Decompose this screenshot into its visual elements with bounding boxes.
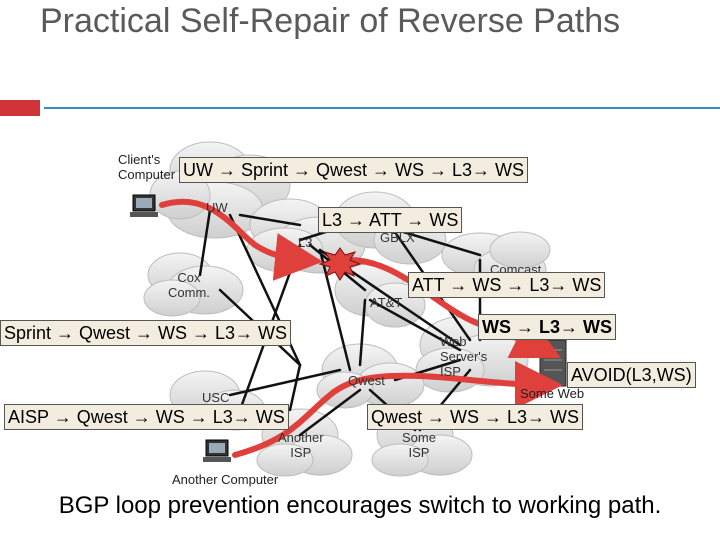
cloud-cox-label: Cox Comm. [168,270,210,300]
title-accent-bar [0,100,40,116]
another-computer-label: Another Computer [172,472,279,487]
another-computer-icon [203,439,231,462]
cloud-some-isp-label: Some ISP [402,430,436,460]
path-label-aisp: AISP → Qwest → WS → L3→ WS [4,404,289,430]
cloud-qwest-label: Qwest [348,373,385,388]
cloud-l3-label: L3 [298,235,313,250]
cloud-web-isp-label: Web Server's ISP [440,334,488,379]
some-web-label: Some Web [520,386,585,401]
cloud-cox [143,252,244,317]
cloud-another-isp-label: Another ISP [278,430,324,460]
path-label-uw: UW → Sprint → Qwest → WS → L3→ WS [179,157,529,183]
cloud-att-label: AT&T [370,295,403,310]
cloud-uw-label: UW [206,200,228,215]
path-label-qwest: Qwest → WS → L3→ WS [367,404,584,430]
slide-title: Practical Self-Repair of Reverse Paths [40,2,621,40]
cloud-usc-label: USC [202,390,230,405]
failure-starburst-icon [318,247,362,281]
title-divider [44,107,720,109]
path-label-l3: L3 → ATT → WS [318,207,463,233]
avoid-label: AVOID(L3,WS) [567,362,696,388]
path-label-ws: WS → L3→ WS [478,314,616,340]
footer-caption: BGP loop prevention encourages switch to… [58,492,662,519]
clients-computer-label: Client's Computer [118,152,176,182]
path-label-att: ATT → WS → L3→ WS [408,272,606,298]
path-label-sprint: Sprint → Qwest → WS → L3→ WS [0,320,292,346]
clients-computer-icon [130,194,158,217]
cloud-gblx-label: GBLX [380,230,415,245]
